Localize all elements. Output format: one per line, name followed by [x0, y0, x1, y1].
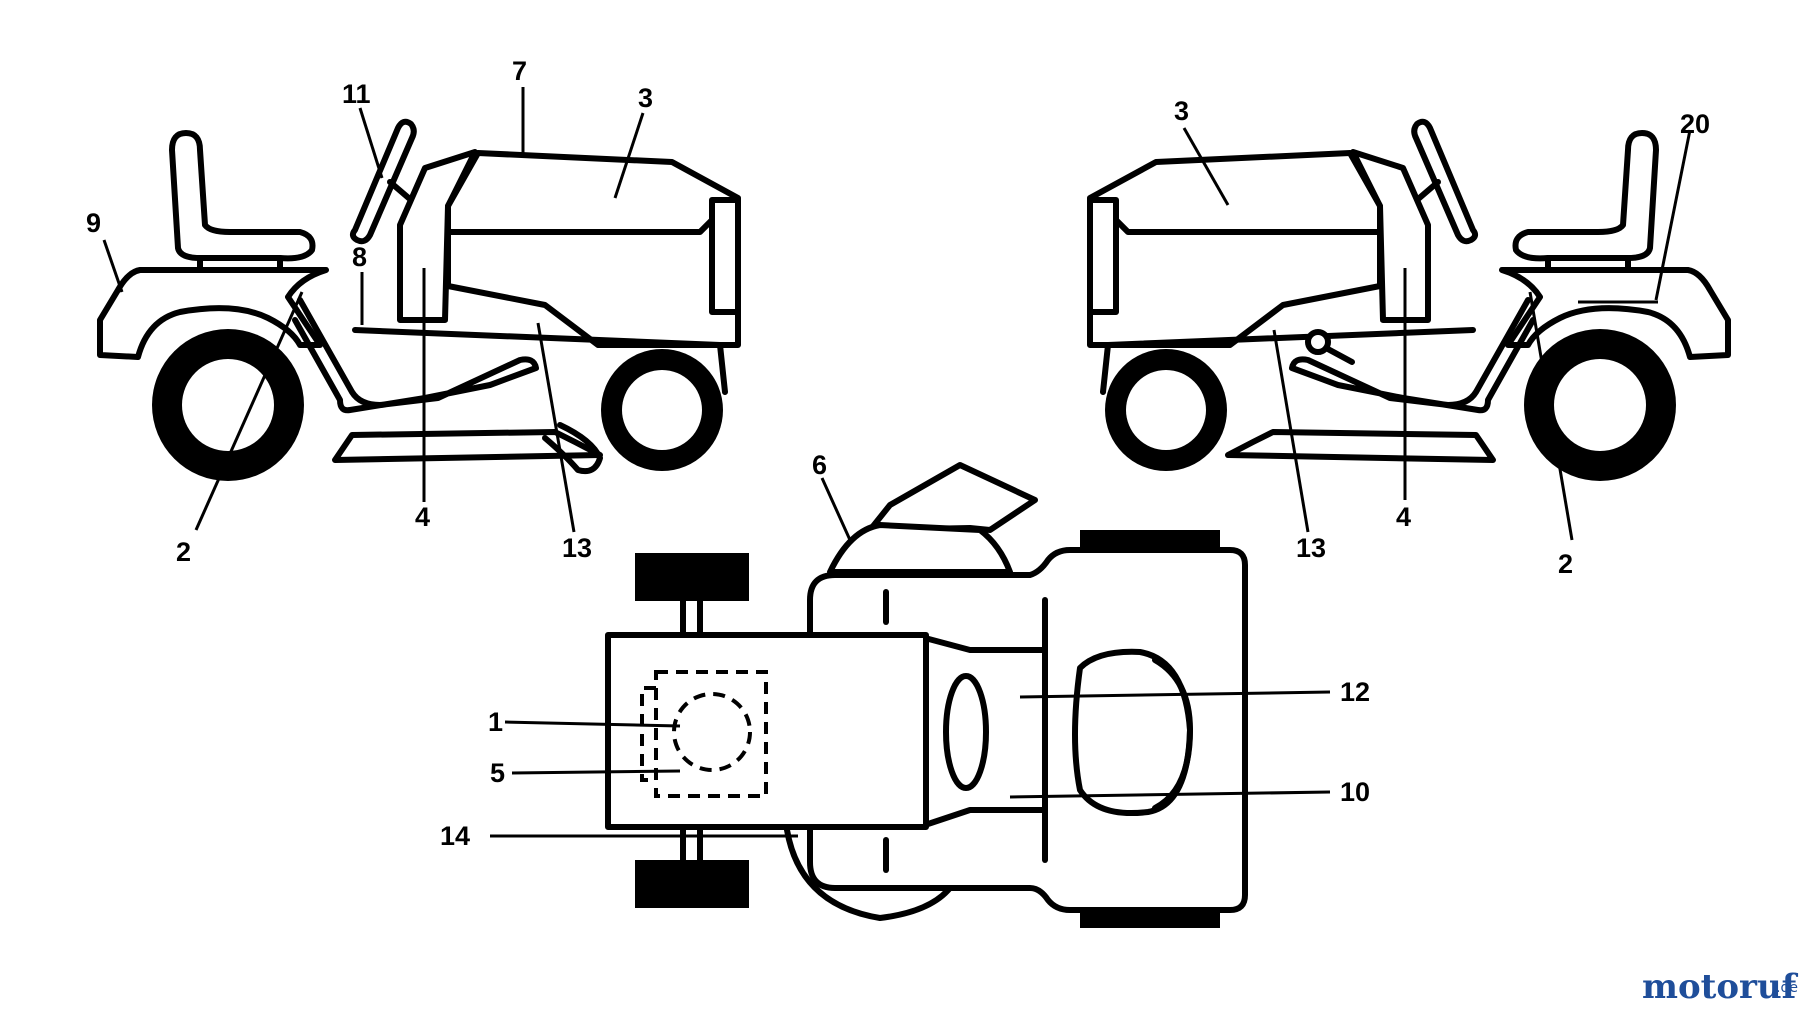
steering-wheel-left [349, 118, 417, 245]
callout-12: 12 [1340, 677, 1370, 707]
leaders-left [102, 87, 645, 533]
front-wheel-top-upper [635, 553, 749, 601]
hitch-knob-right [1305, 329, 1331, 355]
callout-5: 5 [490, 758, 505, 788]
callout-2-right: 2 [1558, 549, 1573, 579]
watermark-suffix: .de [1776, 980, 1798, 996]
steering-top [943, 673, 989, 791]
callout-14: 14 [440, 821, 470, 851]
callout-3-right: 3 [1174, 96, 1189, 126]
rear-wheel-top-upper [1080, 530, 1220, 550]
chassis-frame-left [292, 297, 539, 414]
callout-13-right: 13 [1296, 533, 1326, 563]
leaders-right [1182, 127, 1692, 541]
callout-1: 1 [488, 707, 503, 737]
callouts-top: 6 1 5 14 12 10 [440, 450, 1370, 851]
hood-left [445, 150, 741, 348]
engine-outline [654, 670, 768, 798]
callout-8: 8 [352, 242, 367, 272]
mower-deck-left [332, 429, 603, 463]
callout-3: 3 [638, 83, 653, 113]
engine-circle [672, 692, 752, 772]
callout-4: 4 [415, 502, 430, 532]
tractor-top-view [605, 462, 1248, 928]
deck-hump [827, 522, 1013, 575]
grille-left [709, 197, 741, 315]
callout-11: 11 [342, 79, 371, 109]
discharge-chute [867, 462, 1038, 533]
seat-back-left [169, 130, 316, 262]
callout-2: 2 [176, 537, 191, 567]
tractor-left-side-view [97, 118, 741, 481]
callout-6: 6 [812, 450, 827, 480]
leaders-top [490, 477, 1331, 838]
callouts-right: 3 20 13 4 2 [1174, 96, 1710, 579]
callout-13: 13 [562, 533, 592, 563]
callout-9: 9 [86, 208, 101, 238]
body-lower-left [352, 327, 728, 395]
callouts-left: 9 11 7 3 8 2 4 13 [86, 56, 653, 567]
front-wheel-top-lower [635, 860, 749, 908]
dash-tower-left [397, 149, 478, 323]
callout-20: 20 [1680, 109, 1710, 139]
callout-10: 10 [1340, 777, 1370, 807]
tractor-right-side-view [1087, 118, 1731, 481]
callout-7: 7 [512, 56, 527, 86]
watermark-logo: motoruf [1642, 967, 1799, 1007]
callout-4-right: 4 [1396, 502, 1411, 532]
